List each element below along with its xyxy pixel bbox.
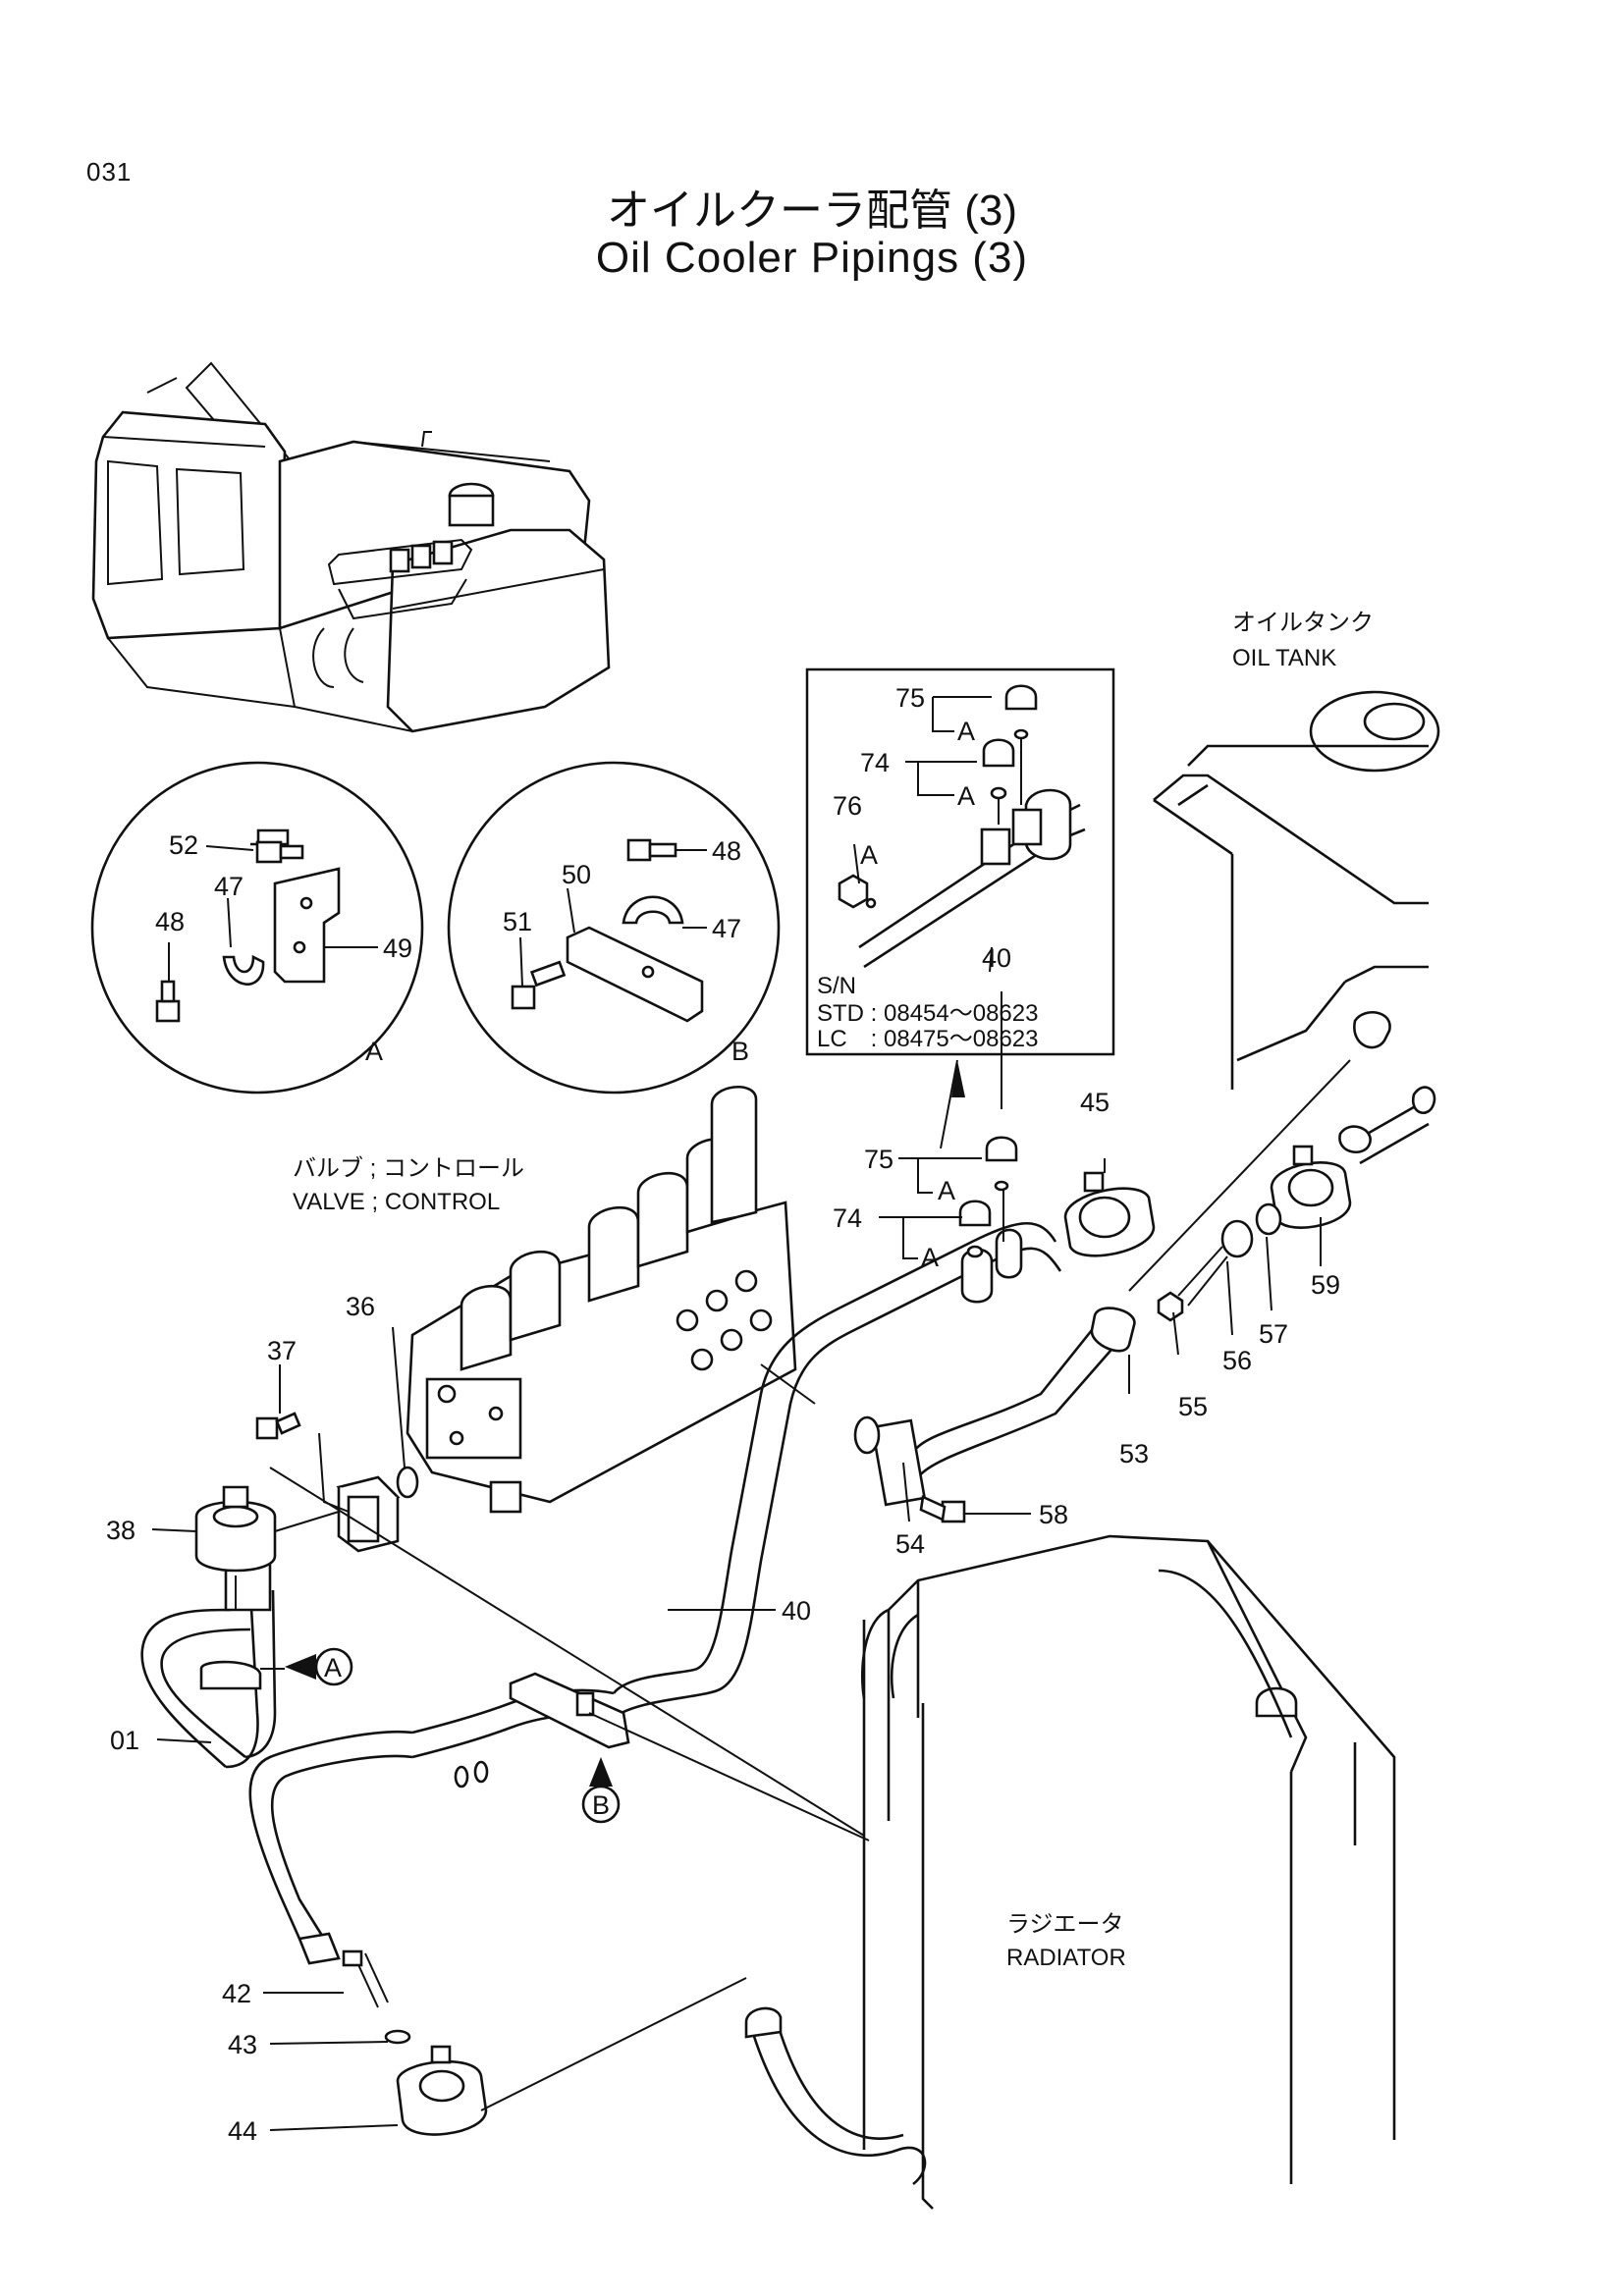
page-title-en: Oil Cooler Pipings (3): [595, 234, 1029, 282]
hose-clamps-right: [1063, 1086, 1436, 1356]
inset-part-74: 74: [860, 748, 890, 777]
inset-sub-a-3: A: [860, 840, 878, 870]
view-marker-b-label: B: [592, 1790, 610, 1820]
radiator-label-jp: ラジエータ: [1006, 1911, 1124, 1938]
inset-part-76: 76: [833, 791, 862, 821]
page-code: 031: [86, 157, 133, 187]
pipe-01: [140, 1485, 340, 1769]
detail-a-part-49: 49: [383, 934, 412, 963]
radiator-label-en: RADIATOR: [1006, 1945, 1126, 1971]
detail-b: [447, 761, 781, 1095]
valve-label-en: VALVE ; CONTROL: [293, 1189, 500, 1215]
part-label-55: 55: [1178, 1392, 1208, 1421]
detail-b-part-51: 51: [503, 907, 532, 936]
inset-std-range: STD : 08454～08623: [817, 1000, 1038, 1027]
return-pipe: [248, 1672, 630, 1965]
machine-overview-drawing: [91, 361, 611, 733]
view-marker-a: [285, 1647, 353, 1686]
valve-label-jp: バルブ ; コントロール: [293, 1155, 524, 1182]
inset-sn-label: S/N: [817, 973, 856, 999]
part-label-53: 53: [1119, 1439, 1149, 1468]
inset-part-40: 40: [982, 943, 1011, 973]
page-title-jp: オイルクーラ配管 (3): [607, 187, 1017, 235]
part-label-57: 57: [1259, 1319, 1288, 1349]
hose-53: [853, 1307, 1136, 1523]
part-label-75: 75: [864, 1145, 893, 1174]
part-label-44: 44: [228, 2116, 257, 2146]
detail-a-part-52: 52: [169, 830, 198, 860]
inset-serial-box: [805, 667, 1115, 1056]
control-valve-drawing: [406, 1086, 816, 1514]
part-label-59: 59: [1311, 1270, 1340, 1300]
oil-tank-label-en: OIL TANK: [1232, 645, 1336, 671]
leader-lines: [151, 696, 1351, 2131]
oil-tank-label-jp: オイルタンク: [1232, 610, 1374, 636]
detail-b-tag: B: [731, 1037, 749, 1066]
lower-hose-clamp: [342, 1949, 747, 2136]
part-label-74: 74: [833, 1203, 862, 1233]
detail-a-tag: A: [365, 1037, 383, 1066]
part-label-43: 43: [228, 2030, 257, 2059]
part-label-42: 42: [222, 1979, 251, 2008]
inset-sub-a-2: A: [957, 781, 975, 811]
view-marker-a-label: A: [324, 1653, 342, 1682]
detail-b-part-47: 47: [712, 914, 741, 943]
view-marker-b: [581, 1757, 621, 1824]
detail-b-part-50: 50: [562, 860, 591, 889]
inset-part-75: 75: [895, 683, 925, 713]
detail-a-part-48: 48: [155, 907, 185, 936]
detail-a-part-47: 47: [214, 872, 244, 901]
part-label-40: 40: [782, 1596, 811, 1626]
part-label-01: 01: [110, 1726, 139, 1755]
main-pipe-40: [411, 1136, 1062, 1759]
oil-tank-drawing: [1153, 690, 1440, 1090]
part-label-36: 36: [346, 1292, 375, 1321]
part-label-37: 37: [267, 1336, 297, 1365]
part-label-54: 54: [895, 1529, 925, 1559]
part-label-a-2: A: [921, 1243, 939, 1272]
inset-sub-a-1: A: [957, 717, 975, 746]
detail-b-part-48: 48: [712, 836, 741, 866]
inset-lc-range: LC : 08475～08623: [817, 1026, 1039, 1052]
detail-a: [90, 761, 424, 1095]
part-label-45: 45: [1080, 1088, 1110, 1117]
part-label-58: 58: [1039, 1500, 1068, 1529]
radiator-drawing: [744, 1534, 1396, 2210]
part-label-56: 56: [1222, 1346, 1252, 1375]
flange-parts: [255, 1326, 419, 1553]
part-label-38: 38: [106, 1516, 135, 1545]
part-label-a-1: A: [938, 1176, 955, 1205]
